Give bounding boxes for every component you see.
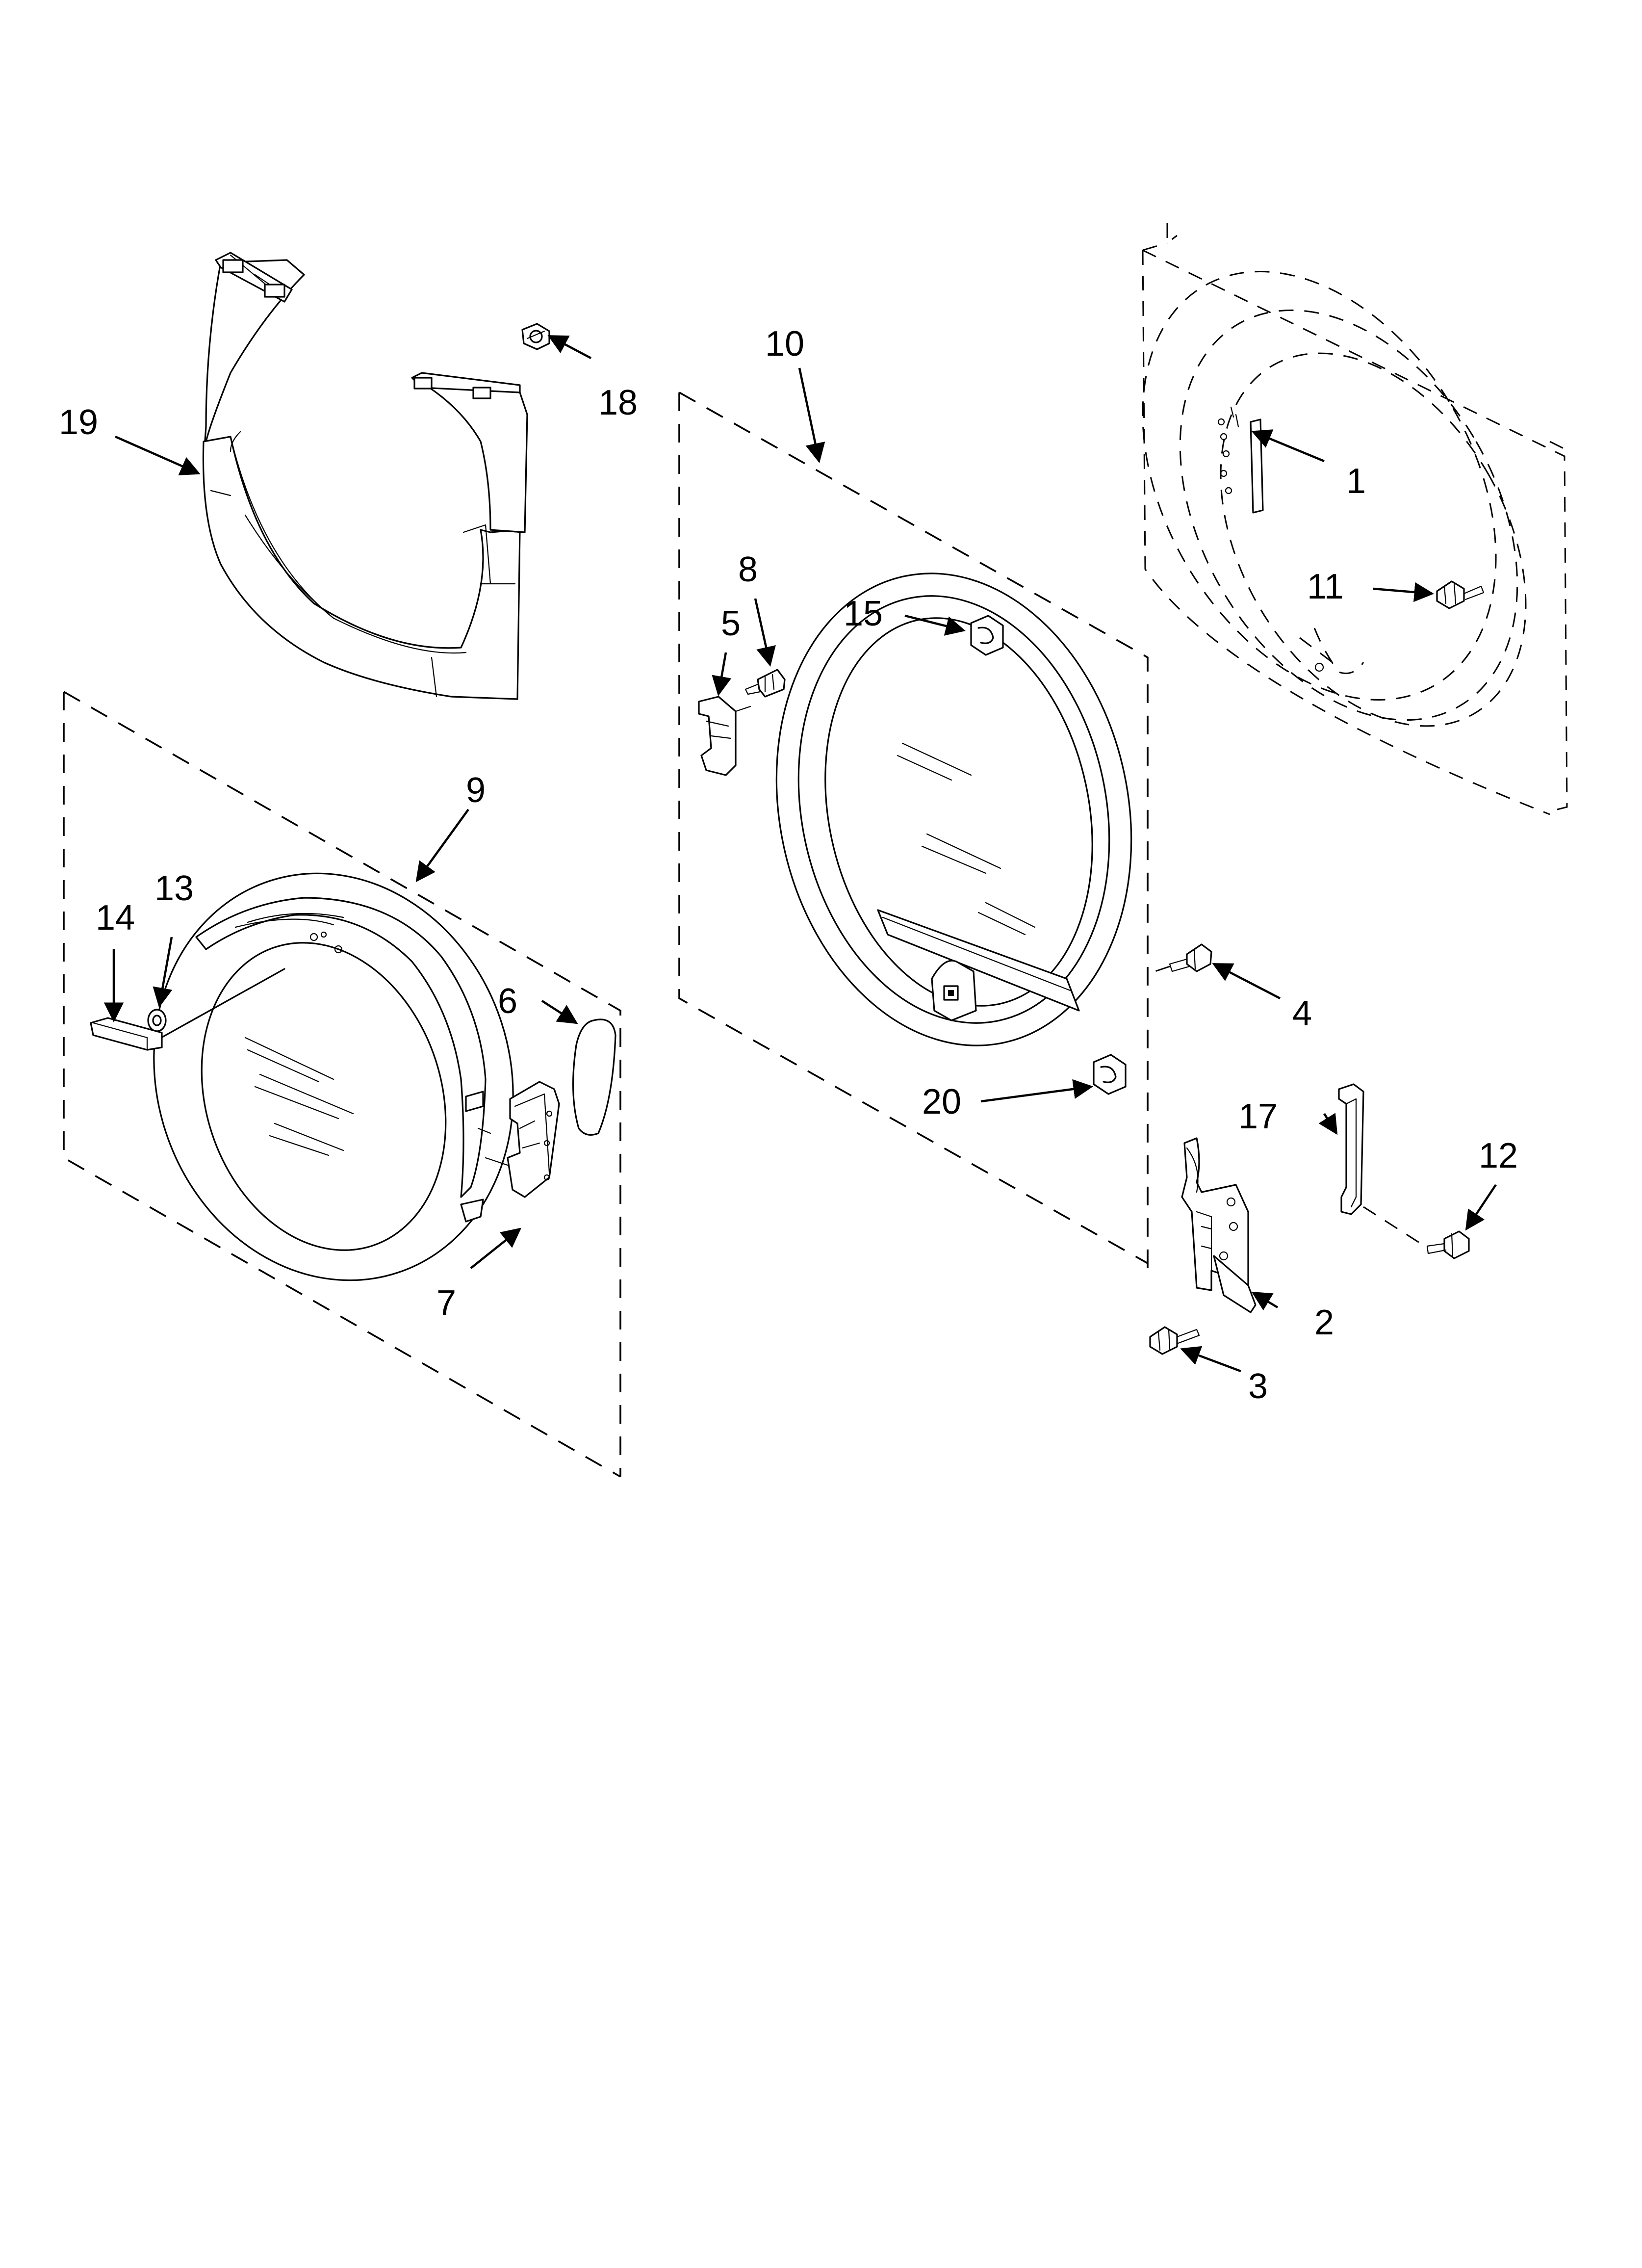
part-label-14: 14 — [96, 898, 135, 938]
part-label-9: 9 — [466, 771, 486, 810]
part-label-7: 7 — [436, 1283, 456, 1323]
screw-part-11 — [1436, 580, 1485, 609]
part-label-12: 12 — [1479, 1136, 1518, 1175]
connection-lines — [1147, 965, 1425, 1247]
part-label-15: 15 — [844, 594, 883, 633]
strike-part-15 — [970, 615, 1004, 656]
part-label-1: 1 — [1346, 462, 1366, 501]
screw-part-12 — [1426, 1230, 1470, 1259]
part-label-10: 10 — [765, 324, 804, 364]
front-trim-frame-part-19 — [202, 252, 528, 700]
part-label-2: 2 — [1314, 1303, 1334, 1342]
bracket-part-5 — [698, 696, 751, 776]
strike-part-17 — [1338, 1083, 1364, 1215]
outer-door-part-9 — [153, 872, 514, 1281]
door-assembly-box-part-10 — [678, 391, 1149, 1276]
clip-part-18 — [521, 323, 550, 350]
screw-part-4 — [1169, 943, 1212, 972]
part-label-19: 19 — [59, 403, 98, 442]
leader-arrows — [103, 335, 1497, 1373]
part-label-13: 13 — [154, 869, 194, 908]
cabinet-front-part-1 — [1142, 223, 1568, 815]
part-label-18: 18 — [598, 383, 638, 422]
part-labels: 1 2 3 4 5 6 7 8 9 10 11 12 13 14 15 17 1… — [59, 324, 1518, 1406]
part-label-20: 20 — [922, 1082, 961, 1121]
part-label-3: 3 — [1248, 1367, 1268, 1406]
strike-part-20 — [1093, 1054, 1127, 1095]
part-label-8: 8 — [738, 550, 758, 589]
hinge-part-2 — [1181, 1137, 1257, 1313]
outer-door-box-part-9 — [63, 691, 621, 1478]
part-label-17: 17 — [1238, 1097, 1278, 1136]
part-label-5: 5 — [721, 604, 741, 643]
panel-part-6 — [572, 1018, 616, 1136]
handle-part-7 — [477, 1081, 560, 1198]
screw-part-3 — [1149, 1326, 1200, 1355]
part-label-4: 4 — [1292, 994, 1312, 1033]
part-label-11: 11 — [1307, 567, 1344, 606]
washer-part-13 — [147, 1009, 167, 1032]
screw-part-8 — [744, 669, 786, 698]
door-assembly-part-10 — [775, 573, 1132, 1046]
part-label-6: 6 — [498, 982, 517, 1021]
